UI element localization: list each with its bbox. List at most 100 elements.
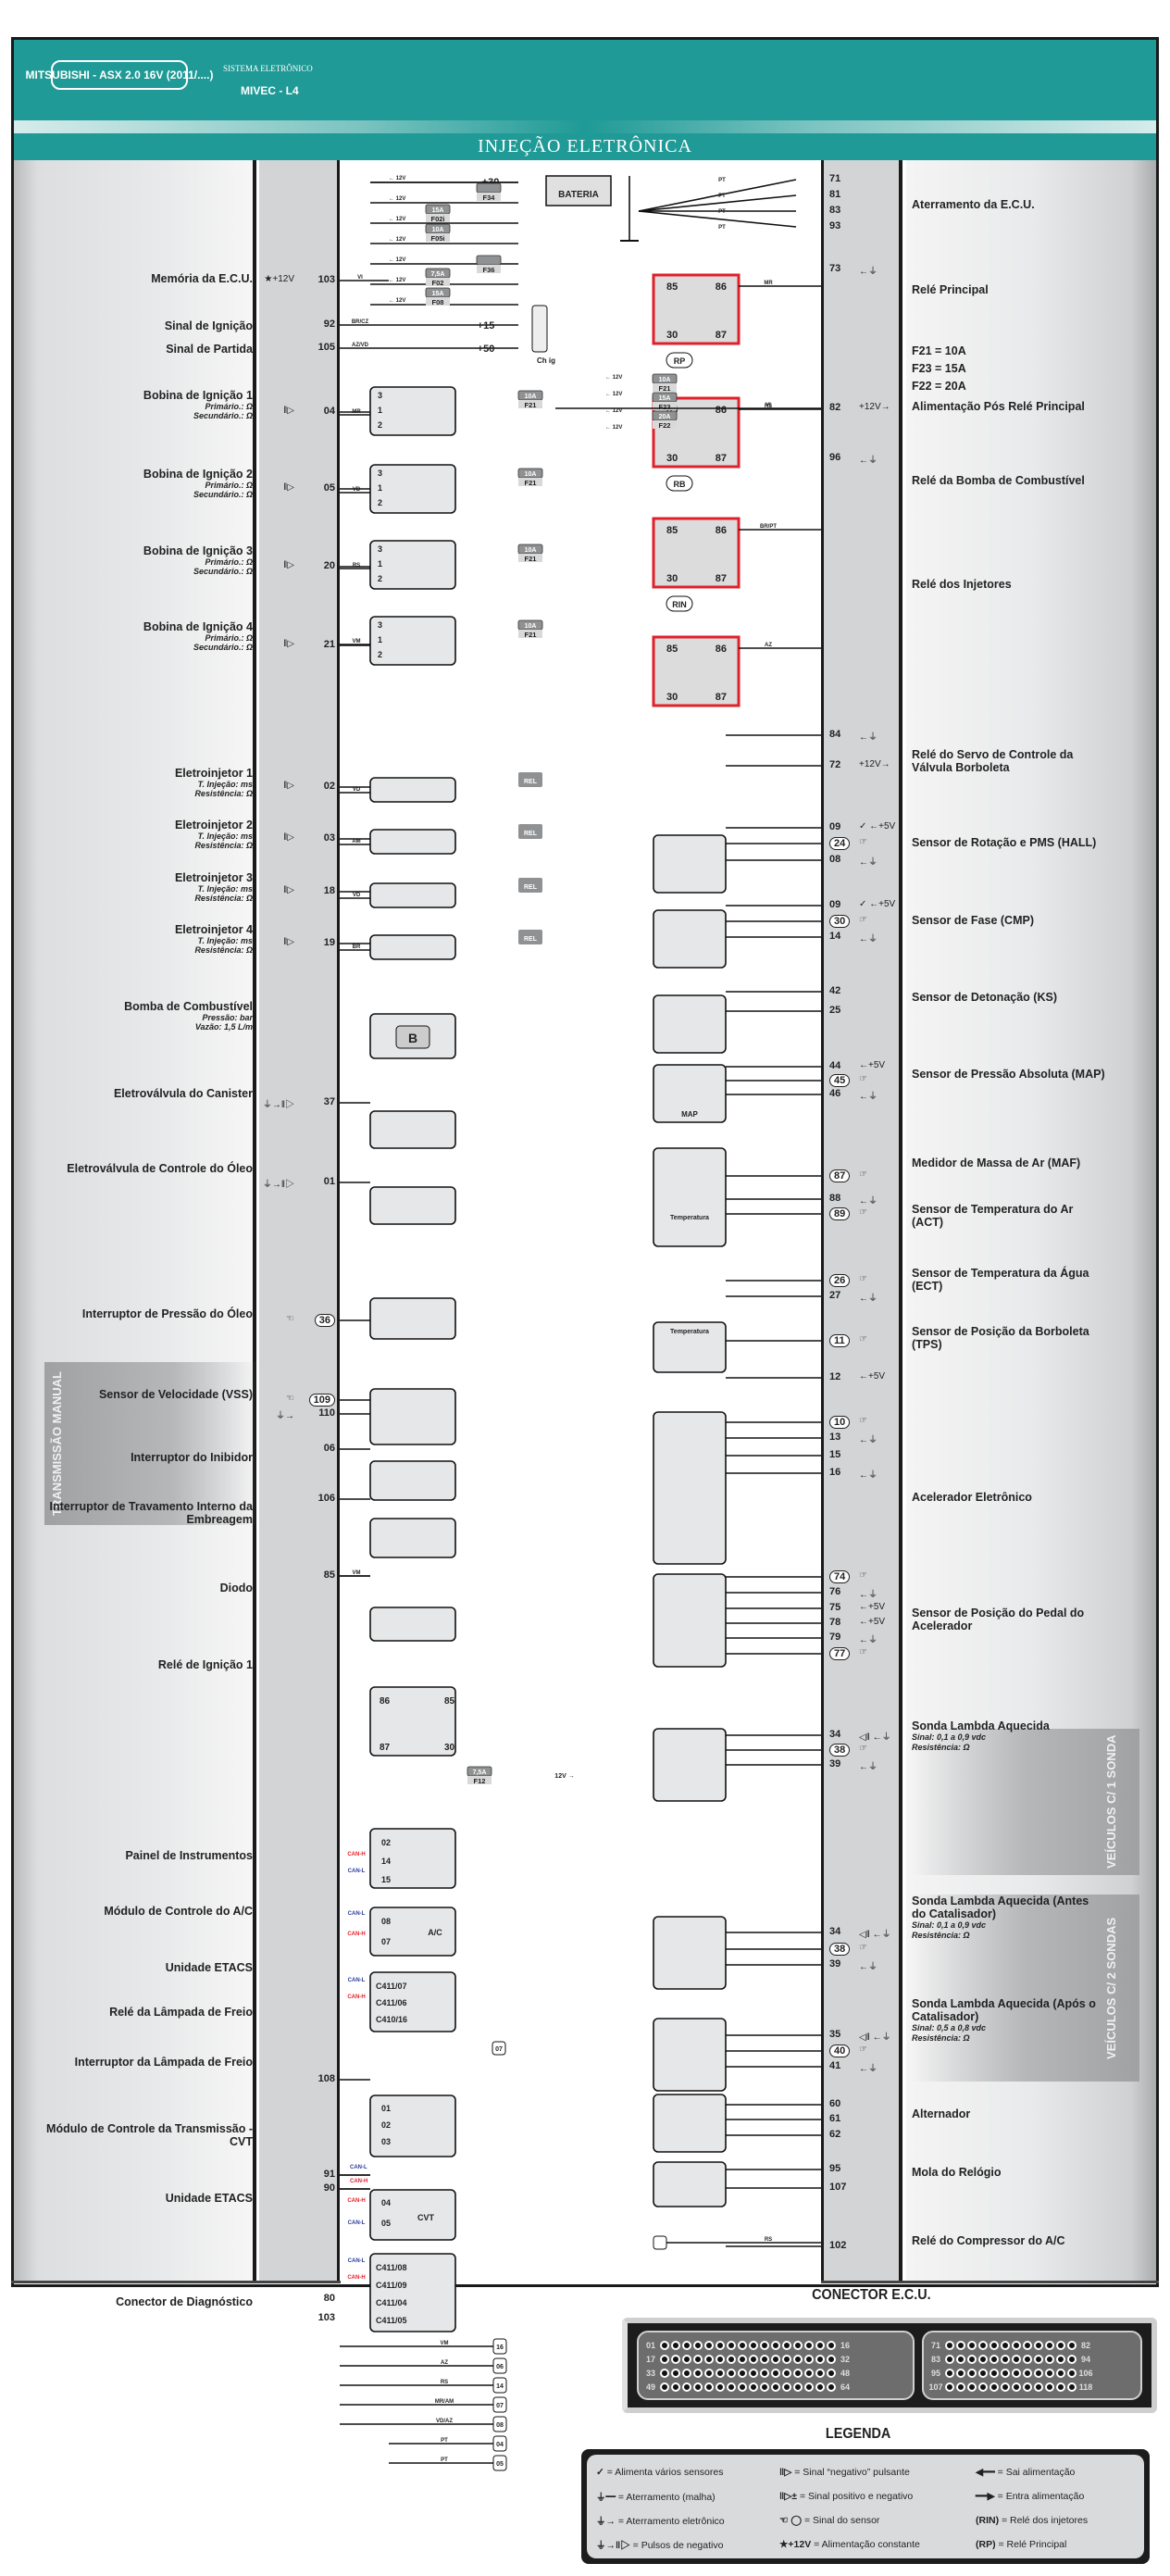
ecu-pin-16[interactable]: 16 [829, 1467, 840, 1478]
ecu-pin-92[interactable]: 92 [298, 319, 335, 330]
voltage-label: ← 12V [389, 196, 405, 202]
ecu-pin-103[interactable]: 103 [298, 2312, 335, 2323]
ecu-pin-38[interactable]: 38 [829, 1943, 851, 1956]
ecu-pin-02[interactable]: 02 [298, 781, 335, 792]
ecu-pin-60[interactable]: 60 [829, 2098, 840, 2109]
connector-pin-end: 106 [1078, 2368, 1093, 2378]
ecu-pin-12[interactable]: 12 [829, 1371, 840, 1382]
ecu-pin-20[interactable]: 20 [298, 560, 335, 571]
ecu-pin-106[interactable]: 106 [298, 1493, 335, 1504]
wire [638, 194, 797, 212]
ecu-pin-25[interactable]: 25 [829, 1005, 840, 1016]
ecu-pin-06[interactable]: 06 [298, 1443, 335, 1454]
ecu-pin-110[interactable]: 110 [298, 1407, 335, 1419]
ecu-pin-95[interactable]: 95 [829, 2163, 840, 2174]
ecu-pin-39[interactable]: 39 [829, 1758, 840, 1769]
ecu-pin-44[interactable]: 44 [829, 1060, 840, 1071]
ecu-pin-41[interactable]: 41 [829, 2060, 840, 2071]
signal-type-icon: ‖▷ [283, 639, 294, 649]
ecu-pin-46[interactable]: 46 [829, 1088, 840, 1099]
component-name: Sensor de Temperatura da Água (ECT) [912, 1267, 1089, 1293]
pin-number: 91 [323, 2169, 335, 2180]
ecu-pin-14[interactable]: 14 [829, 931, 840, 942]
ecu-pin-40[interactable]: 40 [829, 2045, 851, 2057]
ecu-pin-09[interactable]: 09 [829, 821, 840, 832]
ecu-pin-37[interactable]: 37 [298, 1096, 335, 1107]
ecu-pin-75[interactable]: 75 [829, 1602, 840, 1613]
ecu-pin-04[interactable]: 04 [298, 406, 335, 417]
ecu-pin-05[interactable]: 05 [298, 482, 335, 494]
ecu-pin-80[interactable]: 80 [298, 2293, 335, 2304]
ecu-pin-72[interactable]: 72 [829, 759, 840, 770]
ecu-pin-82[interactable]: 82 [829, 402, 840, 413]
ecu-pin-08[interactable]: 08 [829, 854, 840, 865]
wire-color-label: PT [718, 225, 726, 231]
connector-pin-hole [727, 2382, 736, 2392]
ecu-pin-36[interactable]: 36 [298, 1314, 335, 1327]
ecu-pin-34[interactable]: 34 [829, 1729, 840, 1740]
ecu-pin-76[interactable]: 76 [829, 1586, 840, 1597]
pin-number: 82 [829, 402, 841, 413]
map-sensor [653, 1064, 727, 1123]
ecu-pin-38[interactable]: 38 [829, 1744, 851, 1757]
component-label-sonda-lambda-aquecida-apos-o-catalisador: Sonda Lambda Aquecida (Após o Catalisado… [912, 1997, 1097, 2044]
ecu-pin-10[interactable]: 10 [829, 1416, 851, 1429]
ecu-pin-71[interactable]: 71 [829, 173, 840, 184]
ecu-pin-74[interactable]: 74 [829, 1570, 851, 1583]
ecu-pin-24[interactable]: 24 [829, 837, 851, 850]
ecu-pin-26[interactable]: 26 [829, 1274, 851, 1287]
connector-pin-hole [1012, 2368, 1021, 2378]
ecu-pin-93[interactable]: 93 [829, 220, 840, 231]
ecu-pin-77[interactable]: 77 [829, 1647, 851, 1660]
signal-type-icon: ←+5V [859, 1602, 886, 1612]
ecu-pin-27[interactable]: 27 [829, 1290, 840, 1301]
ecu-pin-01[interactable]: 01 [298, 1176, 335, 1187]
ecu-pin-105[interactable]: 105 [298, 342, 335, 353]
component-label-sonda-lambda-aquecida-antes-do-catalisador: Sonda Lambda Aquecida (Antes do Catalisa… [912, 1894, 1097, 1941]
signal-type-icon: ✓ ←+5V [859, 899, 896, 909]
ecu-pin-30[interactable]: 30 [829, 915, 851, 928]
pin-number: 103 [317, 2312, 335, 2323]
ecu-pin-84[interactable]: 84 [829, 729, 840, 740]
ecu-pin-107[interactable]: 107 [829, 2182, 846, 2193]
ecu-pin-13[interactable]: 13 [829, 1432, 840, 1443]
ecu-pin-45[interactable]: 45 [829, 1074, 851, 1087]
ecu-pin-15[interactable]: 15 [829, 1449, 840, 1460]
ecu-pin-79[interactable]: 79 [829, 1632, 840, 1643]
ecu-pin-34[interactable]: 34 [829, 1926, 840, 1937]
ecu-pin-85[interactable]: 85 [298, 1569, 335, 1581]
ecu-pin-78[interactable]: 78 [829, 1617, 840, 1628]
ecu-pin-39[interactable]: 39 [829, 1958, 840, 1970]
pin-number: 44 [829, 1060, 841, 1071]
ecu-pin-109[interactable]: 109 [298, 1394, 335, 1407]
ecu-pin-108[interactable]: 108 [298, 2073, 335, 2084]
ecu-pin-73[interactable]: 73 [829, 263, 840, 274]
ecu-pin-62[interactable]: 62 [829, 2129, 840, 2140]
ecu-pin-09[interactable]: 09 [829, 899, 840, 910]
component-name: Relé do Servo de Controle da Válvula Bor… [912, 748, 1074, 774]
ecu-pin-88[interactable]: 88 [829, 1193, 840, 1204]
ecu-pin-42[interactable]: 42 [829, 985, 840, 996]
ecu-pin-103[interactable]: 103 [298, 274, 335, 285]
connector-pin-hole [804, 2382, 814, 2392]
ecu-pin-83[interactable]: 83 [829, 205, 840, 216]
ecu-pin-90[interactable]: 90 [298, 2182, 335, 2194]
ecu-pin-102[interactable]: 102 [829, 2240, 846, 2251]
ecu-pin-91[interactable]: 91 [298, 2169, 335, 2180]
ecu-pin-61[interactable]: 61 [829, 2113, 840, 2124]
ecu-pin-19[interactable]: 19 [298, 937, 335, 948]
instrument-panel [369, 1828, 456, 1889]
pin-number: 84 [829, 729, 841, 740]
ecu-pin-35[interactable]: 35 [829, 2029, 840, 2040]
ecu-pin-03[interactable]: 03 [298, 832, 335, 844]
ecu-pin-96[interactable]: 96 [829, 452, 840, 463]
component-spec: Primário.: Ω [205, 557, 253, 567]
ecu-pin-11[interactable]: 11 [829, 1334, 850, 1347]
ecu-pin-81[interactable]: 81 [829, 189, 840, 200]
ecu-pin-18[interactable]: 18 [298, 885, 335, 896]
ecu-pin-87[interactable]: 87 [829, 1169, 851, 1182]
connector-pin-hole [967, 2368, 977, 2378]
ecu-pin-21[interactable]: 21 [298, 639, 335, 650]
ecu-pin-89[interactable]: 89 [829, 1207, 851, 1220]
